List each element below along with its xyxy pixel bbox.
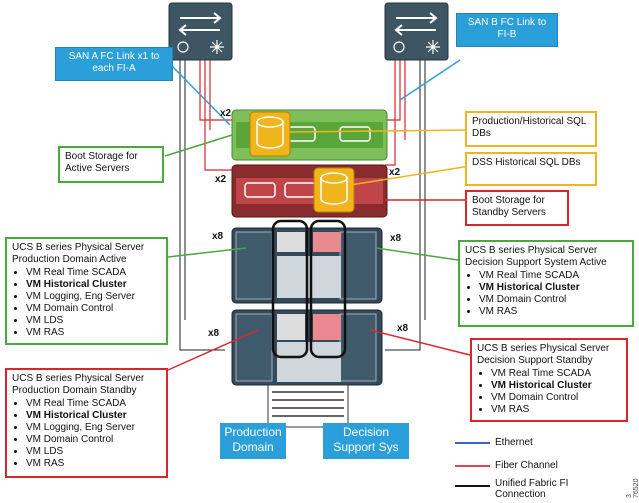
list-item: VM RAS xyxy=(491,404,621,416)
fabric-interconnect-a-icon xyxy=(168,2,233,61)
prod-active-list: VM Real Time SCADA VM Historical Cluster… xyxy=(12,267,161,339)
link-label-x2-right: x2 xyxy=(389,167,401,178)
prod-standby-list: VM Real Time SCADA VM Historical Cluster… xyxy=(12,398,161,470)
prod-active-subtitle: Production Domain Active xyxy=(12,254,127,265)
prod-active-callout: UCS B series Physical Server Production … xyxy=(5,237,168,345)
list-item: VM LDS xyxy=(26,315,161,327)
san-b-callout: SAN B FC Link to FI-B xyxy=(456,13,558,47)
figure-id: 3 76520 xyxy=(626,478,639,498)
list-item: VM RAS xyxy=(26,458,161,470)
dss-active-title: UCS B series Physical Server xyxy=(465,245,598,256)
legend-fiber: Fiber Channel xyxy=(495,460,558,471)
legend-unified: Unified Fabric FI Connection xyxy=(495,478,569,500)
list-item: VM Logging, Eng Server xyxy=(26,422,161,434)
prod-sql-callout: Production/Historical SQL DBs xyxy=(465,111,597,147)
prod-standby-subtitle: Production Domain Standby xyxy=(12,385,137,396)
dss-active-subtitle: Decision Support System Active xyxy=(465,257,607,268)
callout-connectors xyxy=(164,59,471,371)
list-item: VM Real Time SCADA xyxy=(26,398,161,410)
chassis-base xyxy=(267,384,349,428)
san-a-callout: SAN A FC Link x1 to each FI-A xyxy=(55,47,173,81)
list-item: VM Domain Control xyxy=(491,392,621,404)
list-item: VM LDS xyxy=(26,446,161,458)
dss-active-callout: UCS B series Physical Server Decision Su… xyxy=(458,240,634,327)
red-storage-array xyxy=(231,164,388,218)
link-label-x8-lower-left: x8 xyxy=(208,328,220,339)
list-item: VM RAS xyxy=(479,306,627,318)
link-label-x8-upper-right: x8 xyxy=(390,233,402,244)
list-item: VM Logging, Eng Server xyxy=(26,291,161,303)
list-item: VM Historical Cluster xyxy=(491,380,621,392)
dss-standby-title: UCS B series Physical Server xyxy=(477,343,610,354)
list-item: VM Real Time SCADA xyxy=(491,368,621,380)
fiber-links xyxy=(199,60,406,171)
list-item: VM Historical Cluster xyxy=(479,282,627,294)
decision-support-label: Decision Support Sys xyxy=(323,423,409,459)
link-label-x8-lower-right: x8 xyxy=(397,323,409,334)
production-database-icon xyxy=(249,111,291,157)
link-label-x8-upper-left: x8 xyxy=(212,231,224,242)
list-item: VM Domain Control xyxy=(479,294,627,306)
list-item: VM Real Time SCADA xyxy=(26,267,161,279)
list-item: VM Domain Control xyxy=(26,303,161,315)
link-label-x2-left: x2 xyxy=(215,174,227,185)
prod-active-title: UCS B series Physical Server xyxy=(12,242,145,253)
production-domain-label: Production Domain xyxy=(220,423,286,459)
legend-ethernet: Ethernet xyxy=(495,437,533,448)
legend-lines xyxy=(455,442,490,487)
list-item: VM RAS xyxy=(26,327,161,339)
boot-standby-callout: Boot Storage for Standby Servers xyxy=(465,190,569,226)
list-item: VM Domain Control xyxy=(26,434,161,446)
list-item: VM Historical Cluster xyxy=(26,279,161,291)
dss-active-list: VM Real Time SCADA VM Historical Cluster… xyxy=(465,270,627,318)
list-item: VM Real Time SCADA xyxy=(479,270,627,282)
boot-active-callout: Boot Storage for Active Servers xyxy=(58,146,164,183)
dss-standby-list: VM Real Time SCADA VM Historical Cluster… xyxy=(477,368,621,416)
dss-standby-subtitle: Decision Support Standby xyxy=(477,355,593,366)
link-label-x2-top: x2 xyxy=(220,108,232,119)
ethernet-cabling xyxy=(179,60,426,351)
fabric-interconnect-b-icon xyxy=(384,2,449,61)
list-item: VM Historical Cluster xyxy=(26,410,161,422)
unified-fabric-outline xyxy=(271,219,347,359)
dss-database-icon xyxy=(313,167,355,213)
prod-standby-callout: UCS B series Physical Server Production … xyxy=(5,368,168,478)
dss-standby-callout: UCS B series Physical Server Decision Su… xyxy=(470,338,628,422)
dss-sql-callout: DSS Historical SQL DBs xyxy=(465,152,597,186)
prod-standby-title: UCS B series Physical Server xyxy=(12,373,145,384)
